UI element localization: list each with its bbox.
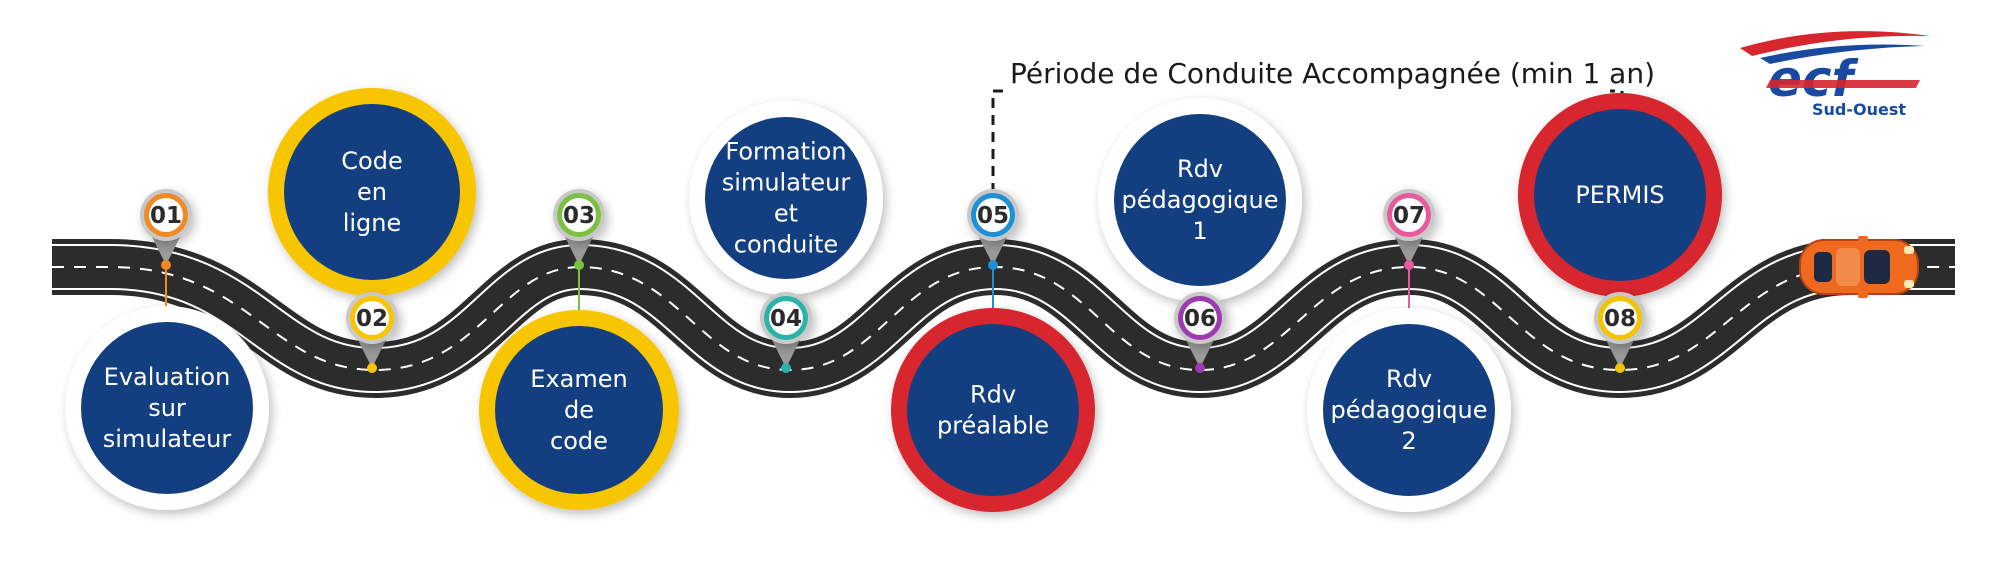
step-number: 08	[1604, 306, 1636, 332]
step-circle-04: Formation simulateur et conduite	[689, 101, 883, 295]
step-label-line: Formation	[725, 138, 846, 166]
step-number: 02	[356, 306, 388, 332]
step-label-line: pédagogique	[1331, 396, 1488, 424]
step-label-line: code	[550, 427, 608, 455]
step-label-line: en	[357, 178, 387, 206]
step-circle-07: Rdv pédagogique 2	[1307, 308, 1511, 512]
step-disc-02	[284, 104, 460, 280]
step-circle-01: Evaluation sur simulateur	[65, 306, 269, 510]
step-label-line: conduite	[734, 231, 838, 259]
step-label-line: 2	[1401, 427, 1416, 455]
step-disc-08	[1534, 109, 1706, 281]
map-pin-icon: 07	[1383, 189, 1435, 270]
step-pins: 01 02 03 04 05 06 07 08	[140, 189, 1646, 373]
step-label-line: simulateur	[103, 425, 232, 453]
step-label-line: pédagogique	[1122, 186, 1279, 214]
step-label-line: Examen	[530, 365, 627, 393]
car-icon	[1799, 236, 1919, 298]
step-disc-03	[495, 326, 663, 494]
map-pin-icon: 08	[1594, 292, 1646, 373]
step-number: 06	[1184, 306, 1216, 332]
step-circles: Evaluation sur simulateur Code en ligneExamen…	[65, 88, 1722, 512]
step-label-line: PERMIS	[1575, 181, 1664, 209]
map-pin-icon: 06	[1174, 292, 1226, 373]
step-label-line: Rdv	[1386, 365, 1432, 393]
period-label: Période de Conduite Accompagnée (min 1 a…	[1010, 57, 1655, 90]
step-label-line: Rdv	[970, 381, 1016, 409]
step-number: 07	[1393, 203, 1425, 229]
step-number: 03	[563, 203, 595, 229]
step-label-line: préalable	[937, 412, 1049, 440]
step-disc-05	[907, 324, 1079, 496]
step-disc-01	[81, 322, 253, 494]
step-label-line: et	[774, 200, 798, 228]
step-label-line: Code	[341, 147, 402, 175]
map-pin-icon: 01	[140, 189, 192, 270]
step-label-line: simulateur	[722, 169, 851, 197]
step-disc-04	[705, 117, 867, 279]
step-disc-06	[1114, 114, 1286, 286]
ecf-logo: ecf Sud-Ouest	[1740, 31, 1930, 119]
step-circle-06: Rdv pédagogique 1	[1098, 98, 1302, 302]
step-label-line: 1	[1192, 217, 1207, 245]
step-label-line: ligne	[343, 209, 402, 237]
step-disc-07	[1323, 324, 1495, 496]
map-pin-icon: 02	[346, 292, 398, 373]
step-label-line: de	[564, 396, 594, 424]
step-number: 04	[770, 306, 802, 332]
step-circle-03: Examen de code	[479, 310, 679, 510]
step-circle-08: PERMIS	[1518, 93, 1722, 297]
step-label-line: Evaluation	[104, 363, 231, 391]
step-number: 01	[150, 203, 182, 229]
logo-brand: ecf	[1768, 50, 1859, 108]
step-circle-05: Rdv préalable	[891, 308, 1095, 512]
map-pin-icon: 05	[967, 189, 1019, 270]
logo-region: Sud-Ouest	[1812, 100, 1906, 119]
step-number: 05	[977, 203, 1009, 229]
step-label-line: sur	[148, 394, 186, 422]
map-pin-icon: 03	[553, 189, 605, 270]
map-pin-icon: 04	[760, 292, 812, 373]
step-label-line: Rdv	[1177, 155, 1223, 183]
step-circle-02: Code en ligne	[268, 88, 476, 296]
